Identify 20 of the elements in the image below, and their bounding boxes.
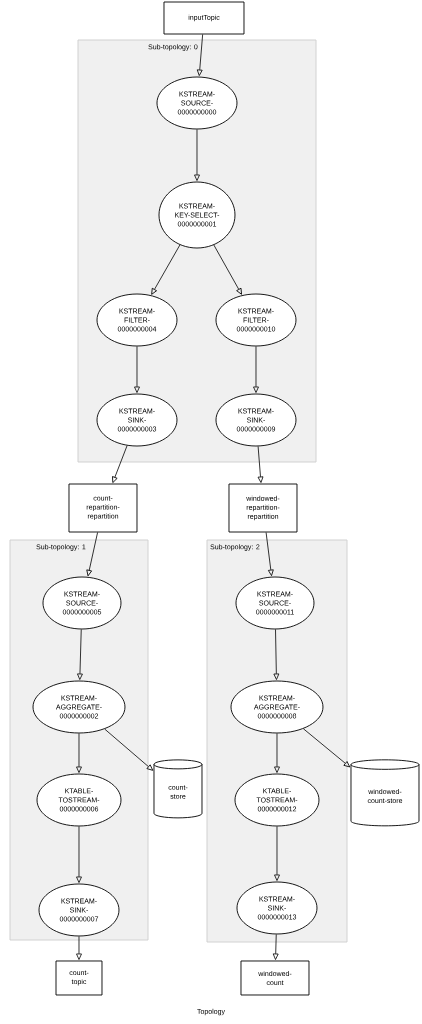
arrow <box>151 244 181 295</box>
arrow <box>134 346 140 393</box>
arrow <box>112 445 128 483</box>
arrow <box>76 733 82 773</box>
arrow <box>77 629 83 680</box>
arrow <box>196 34 204 76</box>
arrow <box>274 733 280 773</box>
arrow <box>86 532 98 577</box>
arrow <box>265 532 274 577</box>
arrow <box>257 446 264 483</box>
arrow <box>194 129 200 181</box>
arrow <box>303 728 351 768</box>
arrow <box>274 826 280 881</box>
arrow <box>253 346 259 393</box>
arrow <box>213 244 242 295</box>
arrow <box>104 728 154 771</box>
arrow <box>76 826 82 883</box>
arrow <box>76 936 82 960</box>
arrow <box>273 629 280 680</box>
arrow <box>272 934 279 960</box>
